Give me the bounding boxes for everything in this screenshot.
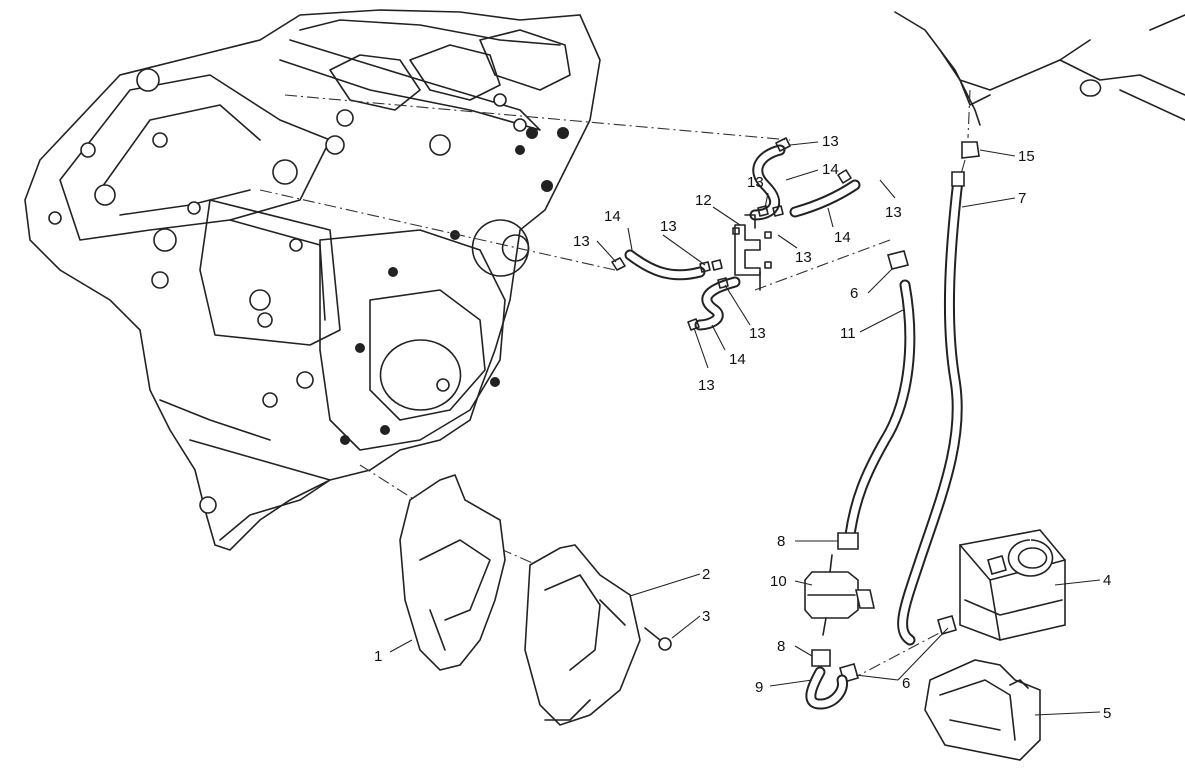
callout-13-mid-right: 13	[795, 249, 812, 266]
callout-13-bottom: 13	[698, 377, 715, 394]
screw-3	[644, 627, 672, 651]
breather-hose-assembly	[611, 137, 861, 331]
cover-2	[524, 544, 641, 726]
callout-8-top: 8	[777, 533, 785, 550]
callout-1: 1	[374, 648, 382, 665]
callout-8-bottom: 8	[777, 638, 785, 655]
callout-10: 10	[770, 573, 787, 590]
hose-7	[897, 174, 964, 646]
connector-15	[951, 141, 980, 187]
callout-14-right: 14	[834, 229, 851, 246]
cover-1	[399, 474, 506, 671]
callout-6-bottom: 6	[902, 675, 910, 692]
callout-3: 3	[702, 608, 710, 625]
hose-clamps	[611, 137, 852, 331]
callout-labels: 1 2 3 4 5 6 6 7 8 8 9 10 11 12 13 13 13 …	[374, 133, 1111, 722]
callout-12: 12	[695, 192, 712, 209]
leader-lines	[389, 141, 1101, 716]
callout-13-right: 13	[885, 204, 902, 221]
callout-4: 4	[1103, 572, 1111, 589]
callout-9: 9	[755, 679, 763, 696]
callout-7: 7	[1018, 190, 1026, 207]
callout-13-upper-mid: 13	[747, 174, 764, 191]
filter-assembly	[804, 532, 875, 710]
callout-14-top: 14	[822, 161, 839, 178]
engine-bolts	[48, 68, 569, 514]
callout-14-bottom: 14	[729, 351, 746, 368]
frame-bracket	[894, 11, 1185, 126]
callout-14-left: 14	[604, 208, 621, 225]
callout-13-top: 13	[822, 133, 839, 150]
hose-11	[844, 279, 916, 541]
canister-4	[959, 529, 1066, 641]
engine-block	[24, 9, 601, 551]
callout-11: 11	[840, 325, 856, 342]
callout-2: 2	[702, 566, 710, 583]
callout-13-mid-left: 13	[660, 218, 677, 235]
bracket-5	[924, 659, 1041, 761]
callout-13-lower-right: 13	[749, 325, 766, 342]
callout-15: 15	[1018, 148, 1035, 165]
callout-5: 5	[1103, 705, 1111, 722]
callout-13-left: 13	[573, 233, 590, 250]
callout-6-top: 6	[850, 285, 858, 302]
